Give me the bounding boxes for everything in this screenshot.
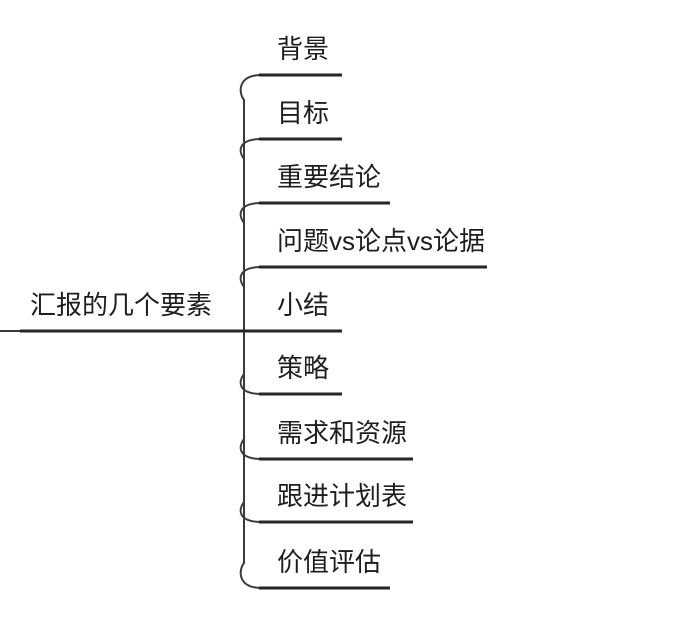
root-topic[interactable]: 汇报的几个要素 <box>30 290 213 320</box>
child-topic-1[interactable]: 背景 <box>277 34 330 64</box>
child-topic-6[interactable]: 策略 <box>277 353 330 383</box>
topic-underlines <box>20 73 487 590</box>
child-topic-5[interactable]: 小结 <box>277 290 330 320</box>
child-topic-8[interactable]: 跟进计划表 <box>277 481 408 511</box>
child-topic-7[interactable]: 需求和资源 <box>277 418 408 448</box>
child-topic-3[interactable]: 重要结论 <box>277 162 382 192</box>
child-topic-9[interactable]: 价值评估 <box>277 547 382 577</box>
child-topic-4[interactable]: 问题vs论点vs论据 <box>277 226 486 256</box>
child-topic-2[interactable]: 目标 <box>277 98 330 128</box>
